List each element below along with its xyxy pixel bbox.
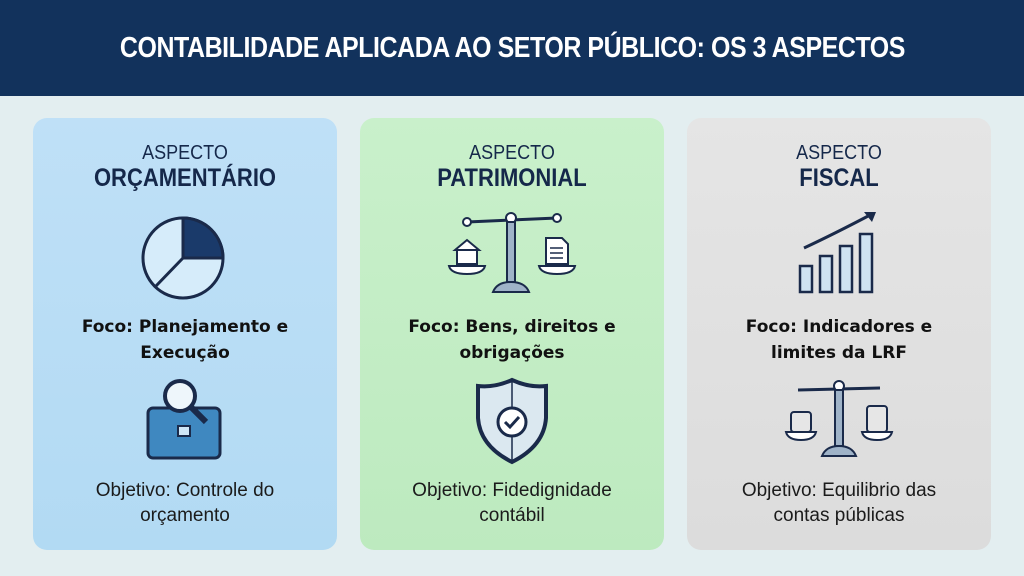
card-objective: Objetivo: Controle do orçamento [95,480,275,526]
card-title: FISCAL [799,164,879,192]
page-title: CONTABILIDADE APLICADA AO SETOR PÚBLICO:… [119,31,905,64]
card-patrimonial: ASPECTO PATRIMONIAL Foco: Bens, direitos… [360,118,664,550]
card-kicker: ASPECTO [796,142,882,164]
card-title: PATRIMONIAL [437,164,587,192]
card-focus: Foco: Planejamento e Execução [81,317,289,363]
card-kicker: ASPECTO [469,142,555,164]
bar-chart-up-icon [798,212,876,294]
card-objective: Objetivo: Fidedignidade contábil [412,480,612,526]
card-fiscal: ASPECTO FISCAL Foco: Indicadores e limit… [687,118,991,550]
card-objective: Objetivo: Equilibrio das contas públicas [741,480,937,526]
balance-scale-icon [447,212,577,293]
shield-check-icon [476,377,548,465]
card-focus: Foco: Bens, direitos e obrigações [408,317,616,363]
card-title: ORÇAMENTÁRIO [93,164,277,192]
card-focus: Foco: Indicadores e limites da LRF [745,317,933,363]
card-kicker: ASPECTO [142,142,228,164]
pie-chart-icon [141,216,225,300]
briefcase-magnifier-icon [146,379,222,460]
card-orcamentario: ASPECTO ORÇAMENTÁRIO Foco: Planejamento … [33,118,337,550]
scale-coins-icon [784,380,894,457]
header-banner: CONTABILIDADE APLICADA AO SETOR PÚBLICO:… [0,0,1024,96]
